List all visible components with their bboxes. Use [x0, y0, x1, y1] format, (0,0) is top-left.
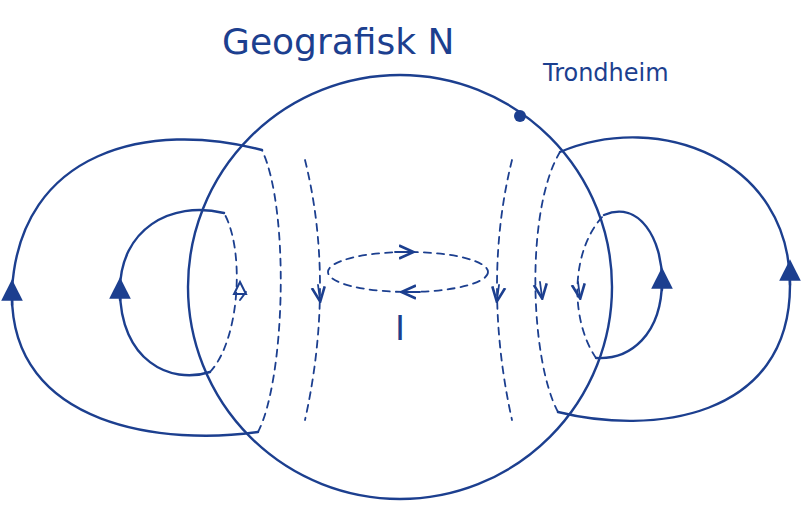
field-line-inside	[210, 213, 237, 372]
field-line	[12, 139, 262, 435]
field-line-inside	[258, 150, 281, 432]
field-arrow	[497, 285, 499, 300]
field-arrow	[318, 285, 320, 300]
place-label: Trondheim	[543, 60, 669, 86]
current-loop	[328, 252, 488, 292]
field-line	[558, 137, 790, 420]
field-line-inside	[535, 152, 560, 412]
field-arrow	[578, 282, 580, 297]
earth-circle	[188, 75, 612, 499]
location-dot	[514, 110, 526, 122]
field-line	[596, 212, 662, 358]
field-arrow	[789, 270, 791, 285]
current-arrow	[395, 251, 412, 253]
field-line-inside	[305, 160, 320, 420]
current-label: I	[395, 310, 405, 347]
north-label: Geografisk N	[222, 22, 454, 62]
field-line-inside	[577, 215, 604, 358]
current-arrow	[403, 291, 420, 293]
field-arrow	[661, 278, 663, 290]
field-arrow	[119, 288, 121, 300]
field-arrow	[540, 282, 542, 297]
field-line	[120, 210, 224, 375]
field-arrow	[11, 290, 13, 305]
field-line-inside	[497, 160, 512, 420]
star-symbol	[234, 282, 246, 300]
